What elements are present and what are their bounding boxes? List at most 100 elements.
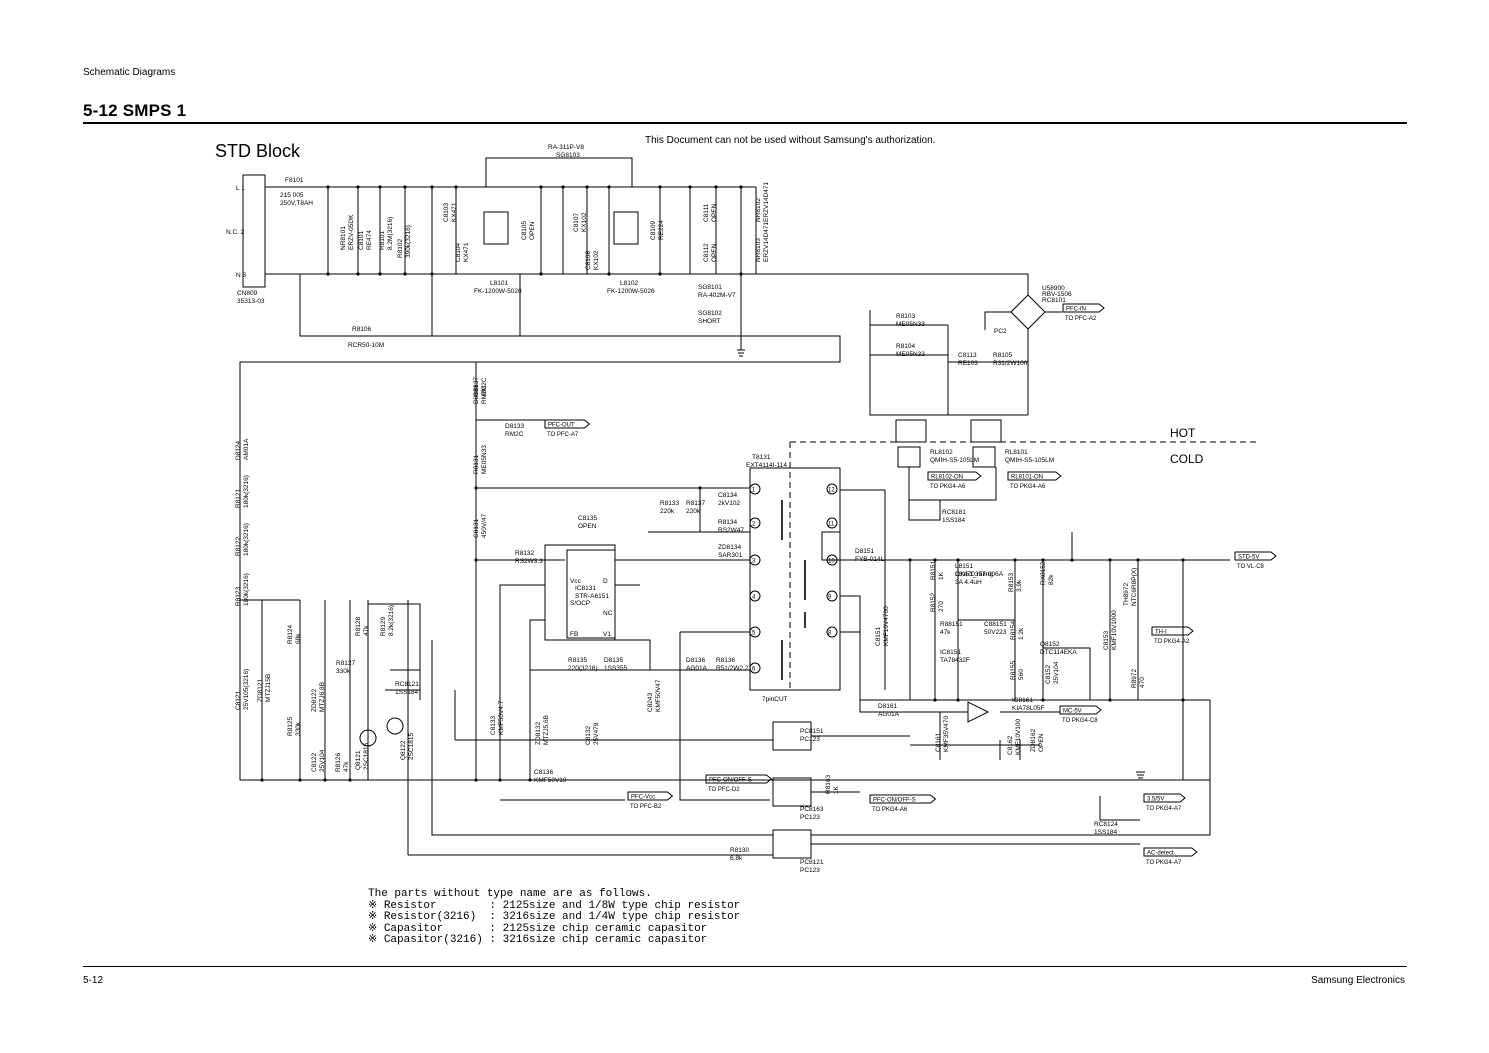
part-label: D [603, 578, 608, 585]
part-ref: RC8121 [395, 681, 419, 688]
signal-destination: TO PKG4-A6 [1010, 484, 1046, 490]
part-ref: RC8181 [942, 509, 966, 516]
part-value: 2kV102 [718, 500, 740, 507]
part-label: L8102 [620, 280, 638, 287]
junction-dot [1108, 558, 1112, 562]
pin-number: 6 [752, 667, 756, 673]
part-value: ME05N33 [481, 445, 488, 474]
part-ref: RX8152 [1040, 561, 1047, 585]
junction-dot [528, 778, 532, 782]
signal-name: PFC-OUT [548, 423, 575, 429]
junction-dot [378, 185, 382, 189]
part-ref: C8112 [703, 243, 710, 262]
part-ref: R8137 [686, 500, 706, 507]
part-value: 1K [938, 571, 945, 580]
signal-name: PFC-IN [1066, 307, 1086, 313]
part-value: DTC114EKA [1040, 649, 1077, 656]
part-ref: R8154 [1010, 620, 1017, 640]
part-value: ERZV14D471 [763, 182, 770, 222]
page-title: 5-12 SMPS 1 [83, 101, 187, 120]
signal-connector [705, 774, 773, 784]
transformer-pin [749, 590, 761, 602]
part-ref: F8101 [285, 177, 304, 184]
junction-dot [908, 558, 912, 562]
part-ref: C8152 [1045, 664, 1052, 684]
part-ref: NR8101 [340, 226, 347, 250]
pin-label: N 3 [236, 272, 247, 279]
part-ref: CN809 [237, 290, 258, 297]
part-ref: C8131 [473, 518, 480, 538]
part-value: 25V105(3216) [243, 669, 250, 710]
part-value: 450V/47 [481, 513, 488, 538]
part-ref: D8151 [855, 548, 875, 555]
part-value: ERZV14D471 [763, 222, 770, 262]
transformer-pin [749, 483, 761, 495]
part-value: SHORT [698, 318, 721, 325]
part-value: MTZJ6.8B [319, 682, 326, 712]
signal-destination: TO PKG4-C8 [1062, 718, 1098, 724]
part-ref: R8122 [235, 536, 242, 556]
junction-dot [403, 185, 407, 189]
part-ref: C8136 [534, 769, 554, 776]
junction-dot [561, 185, 565, 189]
signal-connector [627, 791, 674, 801]
pin-number: 4 [752, 595, 756, 601]
part-ref: R8126 [335, 752, 342, 772]
junction-dot [933, 698, 937, 702]
signal-destination: TO PKG4-A6 [930, 484, 966, 490]
signal-destination: TO PKG4-A7 [1146, 860, 1182, 866]
part-value: 47k [940, 629, 951, 636]
signal-name: PFC-ON/OFF-S [709, 778, 752, 784]
part-ref: C8107 [573, 212, 580, 232]
part-ref: RL8101 [1005, 449, 1028, 456]
part-ref: C8122 [311, 752, 318, 772]
part-value: PC123 [800, 736, 820, 743]
part-ref: R8132 [515, 550, 535, 557]
part-ref: R8134 [718, 519, 738, 526]
part-value: 1SS355 [604, 665, 628, 672]
part-value: KMF10V100 [1015, 718, 1022, 755]
part-value: 6.8k [730, 855, 743, 862]
part-ref: R8123 [235, 586, 242, 606]
part-ref: D8137 [473, 376, 480, 396]
signal-destination: TO PFC-B2 [630, 804, 662, 810]
signal-connector [1143, 793, 1186, 803]
junction-dot [1136, 558, 1140, 562]
notes-item: ※ Capasitor : 2125size chip ceramic capa… [368, 922, 708, 935]
pin-number: 12 [828, 488, 835, 494]
signal-name: 3.5/5V [1147, 797, 1164, 803]
part-ref: ZD8162 [1030, 728, 1037, 752]
part-ref: C8108 [585, 250, 592, 270]
part-value: 8.2k(3216) [388, 605, 395, 636]
part-value: KMF50V47 [655, 679, 662, 712]
part-value: 330k [295, 721, 302, 736]
part-value: R31/2W100 [993, 360, 1028, 367]
part-value: KMF10V4700 [883, 606, 890, 646]
part-value: FYB-014L [855, 556, 885, 563]
part-value: TA78432F [940, 657, 970, 664]
part-ref: R8103 [896, 313, 916, 320]
junction-dot [933, 558, 937, 562]
notes-item: ※ Capasitor(3216) : 3216size chip cerami… [368, 934, 708, 946]
signal-destination: TO PFC-A7 [547, 432, 579, 438]
part-value: 3.9k [1016, 579, 1023, 592]
part-value: OPEN [1038, 733, 1045, 752]
schematic-wiring [239, 157, 1260, 859]
part-ref: ZD8121 [257, 678, 264, 702]
part-ref: R8102 [397, 238, 404, 258]
part-label: V1 [603, 631, 611, 638]
part-value: RM2C [481, 385, 488, 404]
junction-dot [403, 272, 407, 276]
part-label: L8101 [490, 280, 508, 287]
part-label: RCR50-10M [348, 342, 384, 349]
part-label: EXT4114I-114 [746, 462, 787, 469]
part-value: 560 [1018, 669, 1025, 680]
part-ref: R8136 [716, 657, 736, 664]
signal-name: PFC-Vcc [631, 795, 655, 801]
part-value: 1SS184 [395, 689, 419, 696]
part-value: RM2C [481, 377, 488, 396]
junction-dot [658, 272, 662, 276]
part-ref: Q8122 [400, 740, 407, 760]
signal-connector [869, 794, 937, 804]
